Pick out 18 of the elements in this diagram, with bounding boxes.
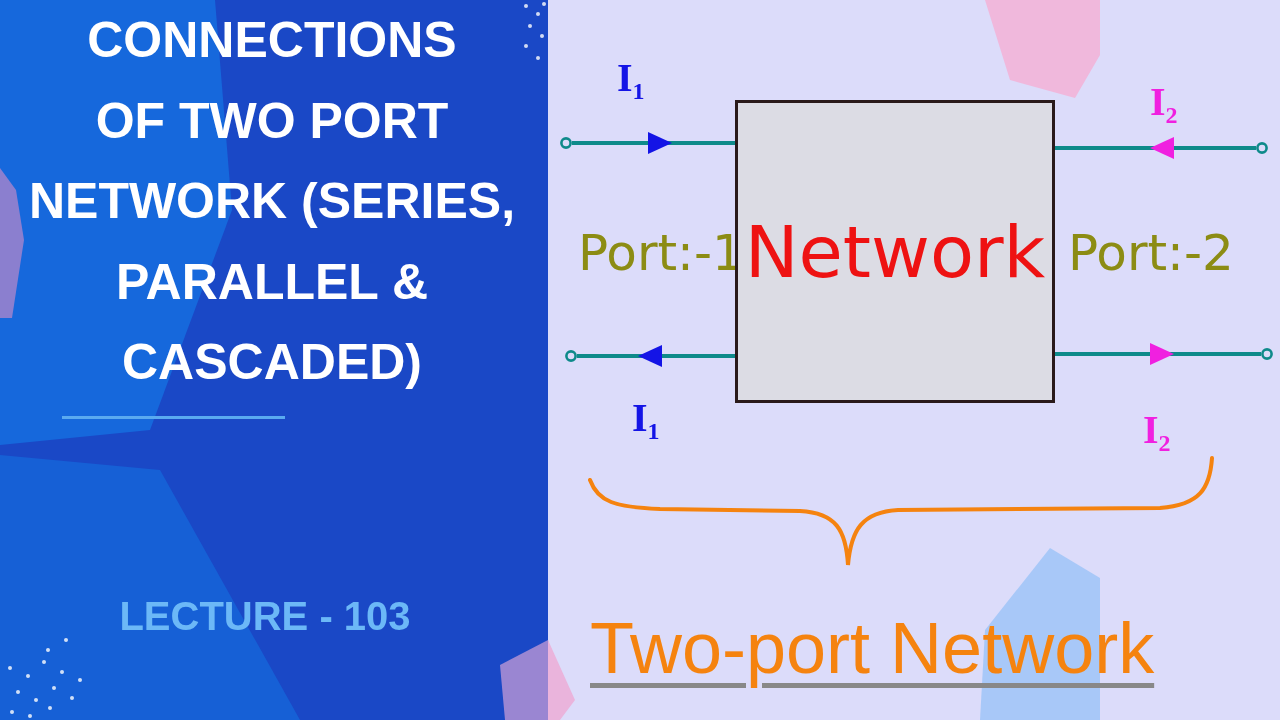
- box-label: Network: [744, 215, 1046, 288]
- wire-arrow: [1055, 343, 1261, 365]
- lecture-number: LECTURE - 103: [119, 596, 411, 636]
- current-label: I$_{1}$: [617, 58, 645, 98]
- port-label: Port:-1: [578, 228, 744, 278]
- network-box: [735, 100, 1055, 403]
- port-label: Port:-2: [1068, 228, 1234, 278]
- title: CONNECTIONS OF TWO PORT NETWORK (SERIES, PARALLEL & CASCADED): [28, 11, 516, 392]
- terminal-circle: [1261, 348, 1273, 360]
- wire-arrow: [572, 132, 735, 154]
- terminal-circle: [560, 137, 572, 149]
- wire-arrow: [577, 345, 735, 367]
- current-label: I$_{2}$: [1150, 82, 1178, 122]
- terminal-circle: [565, 350, 577, 362]
- current-label: I$_{2}$: [1143, 410, 1171, 450]
- terminal-circle: [1256, 142, 1268, 154]
- current-label: I$_{1}$: [632, 398, 660, 438]
- wire-arrow: [1055, 137, 1256, 159]
